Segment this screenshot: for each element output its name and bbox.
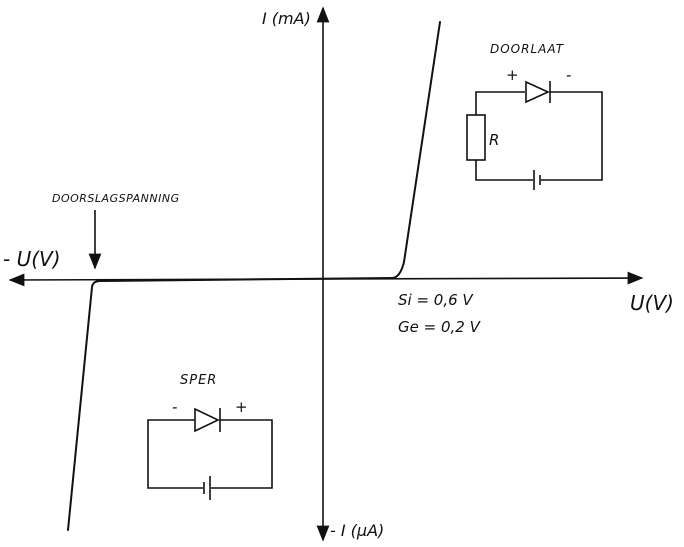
x-positive-label: U(V) xyxy=(630,291,674,315)
ge-threshold-label: Ge = 0,2 V xyxy=(398,318,482,336)
si-threshold-label: Si = 0,6 V xyxy=(398,291,474,309)
y-negative-label: - I (µA) xyxy=(330,521,384,540)
battery-icon xyxy=(203,476,211,500)
diode-icon xyxy=(525,80,551,104)
x-negative-label: - U(V) xyxy=(3,247,61,271)
battery-icon xyxy=(533,170,541,190)
diode-icon xyxy=(194,407,221,433)
reverse-plus: + xyxy=(235,398,248,416)
forward-bias-circuit: DOORLAAT + - R xyxy=(466,42,603,190)
reverse-minus: - xyxy=(172,398,177,416)
forward-minus: - xyxy=(566,66,571,84)
forward-plus: + xyxy=(506,66,519,84)
reverse-circuit-title: SPER xyxy=(180,373,217,388)
resistor-label: R xyxy=(489,131,499,149)
resistor-icon xyxy=(466,114,486,161)
forward-circuit-title: DOORLAAT xyxy=(490,42,565,56)
breakdown-label: DOORSLAGSPANNING xyxy=(52,192,180,205)
reverse-bias-circuit: SPER - + xyxy=(147,373,273,500)
y-positive-label: I (mA) xyxy=(262,9,311,28)
characteristic-curve xyxy=(67,21,441,531)
